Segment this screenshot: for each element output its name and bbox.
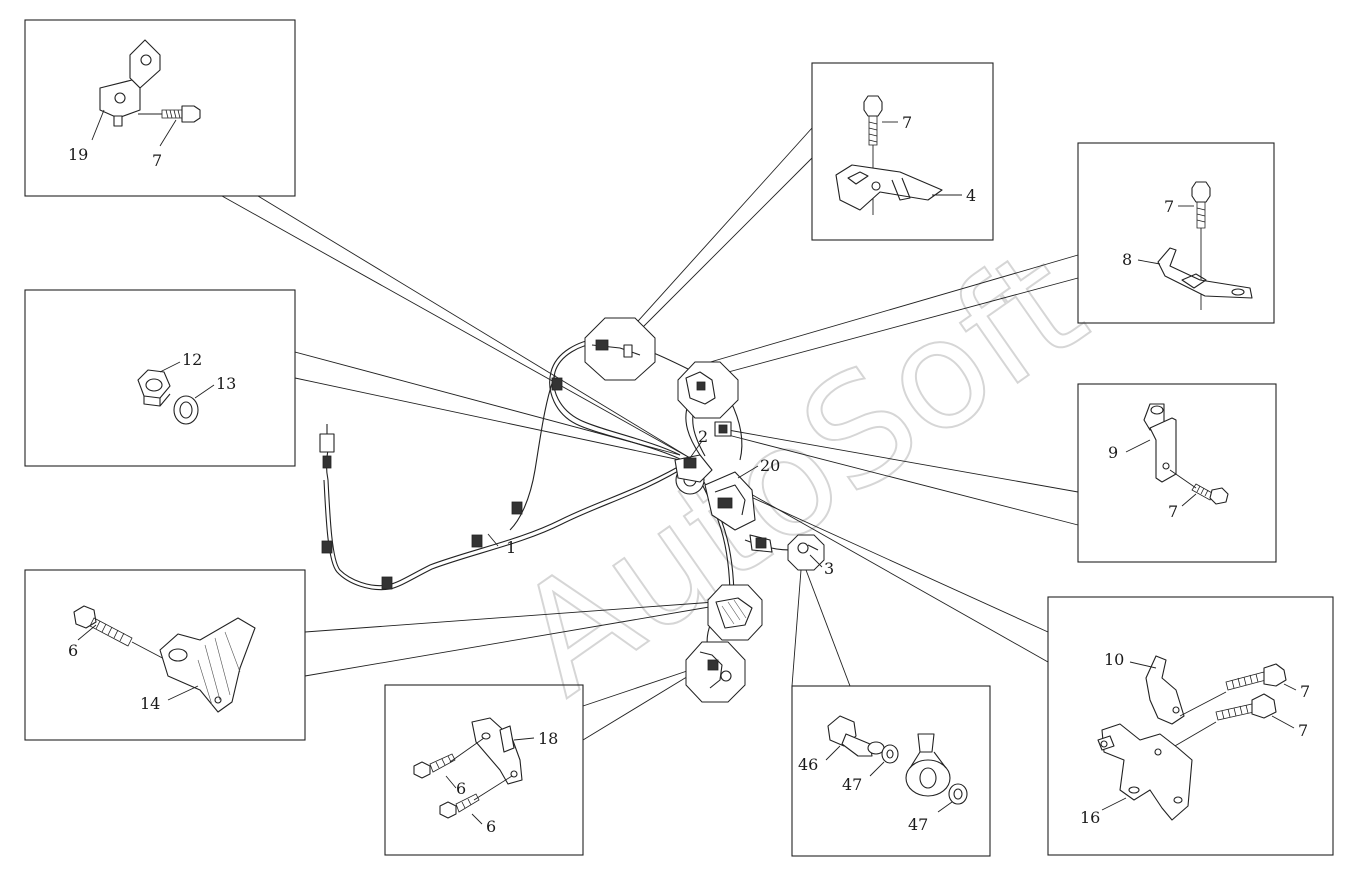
callout-6-box18a: 6: [456, 779, 466, 798]
callout-7-box9: 7: [1168, 502, 1178, 521]
callout-47a: 47: [842, 775, 862, 794]
callout-4: 4: [966, 186, 976, 205]
callout-7-box10b: 7: [1298, 721, 1308, 740]
callout-7-box10a: 7: [1300, 682, 1310, 701]
detail-box-bracket-4: 7 4: [811, 62, 994, 241]
callout-7-box19: 7: [152, 151, 162, 170]
detail-box-bracket-18: 18 6 6: [384, 684, 584, 856]
main-wire-harness: [319, 337, 806, 669]
callout-6-box18b: 6: [486, 817, 496, 836]
detail-box-bracket-8: 7 8: [1077, 142, 1275, 324]
callout-10: 10: [1104, 650, 1124, 669]
callout-18: 18: [538, 729, 558, 748]
callout-8: 8: [1122, 250, 1132, 269]
callout-14: 14: [140, 694, 160, 713]
callout-46: 46: [798, 755, 818, 774]
detail-box-bracket-9: 9 7: [1077, 383, 1277, 563]
detail-box-bracket-19: 19 7: [24, 19, 296, 197]
callout-20: 20: [760, 456, 780, 475]
detail-octagons: [584, 317, 825, 703]
callout-9: 9: [1108, 443, 1118, 462]
detail-box-grommet-46: 46 47 47: [791, 685, 991, 857]
detail-box-nut-washer: 12 13: [24, 289, 296, 467]
leader-lines: [221, 127, 1079, 741]
callout-6-box14: 6: [68, 641, 78, 660]
callout-3: 3: [824, 559, 834, 578]
callout-7-box4: 7: [902, 113, 912, 132]
callout-1: 1: [506, 538, 516, 557]
callout-16: 16: [1080, 808, 1100, 827]
callout-12: 12: [182, 350, 202, 369]
callout-47b: 47: [908, 815, 928, 834]
callout-7-box8: 7: [1164, 197, 1174, 216]
callout-19: 19: [68, 145, 88, 164]
detail-box-clip-14: 6 14: [24, 569, 306, 741]
callout-2: 2: [698, 427, 708, 446]
callout-13: 13: [216, 374, 236, 393]
harness-callouts: 1 2 20 3: [487, 427, 834, 578]
detail-box-bracket-10-16: 10 7 7 16: [1047, 596, 1334, 856]
